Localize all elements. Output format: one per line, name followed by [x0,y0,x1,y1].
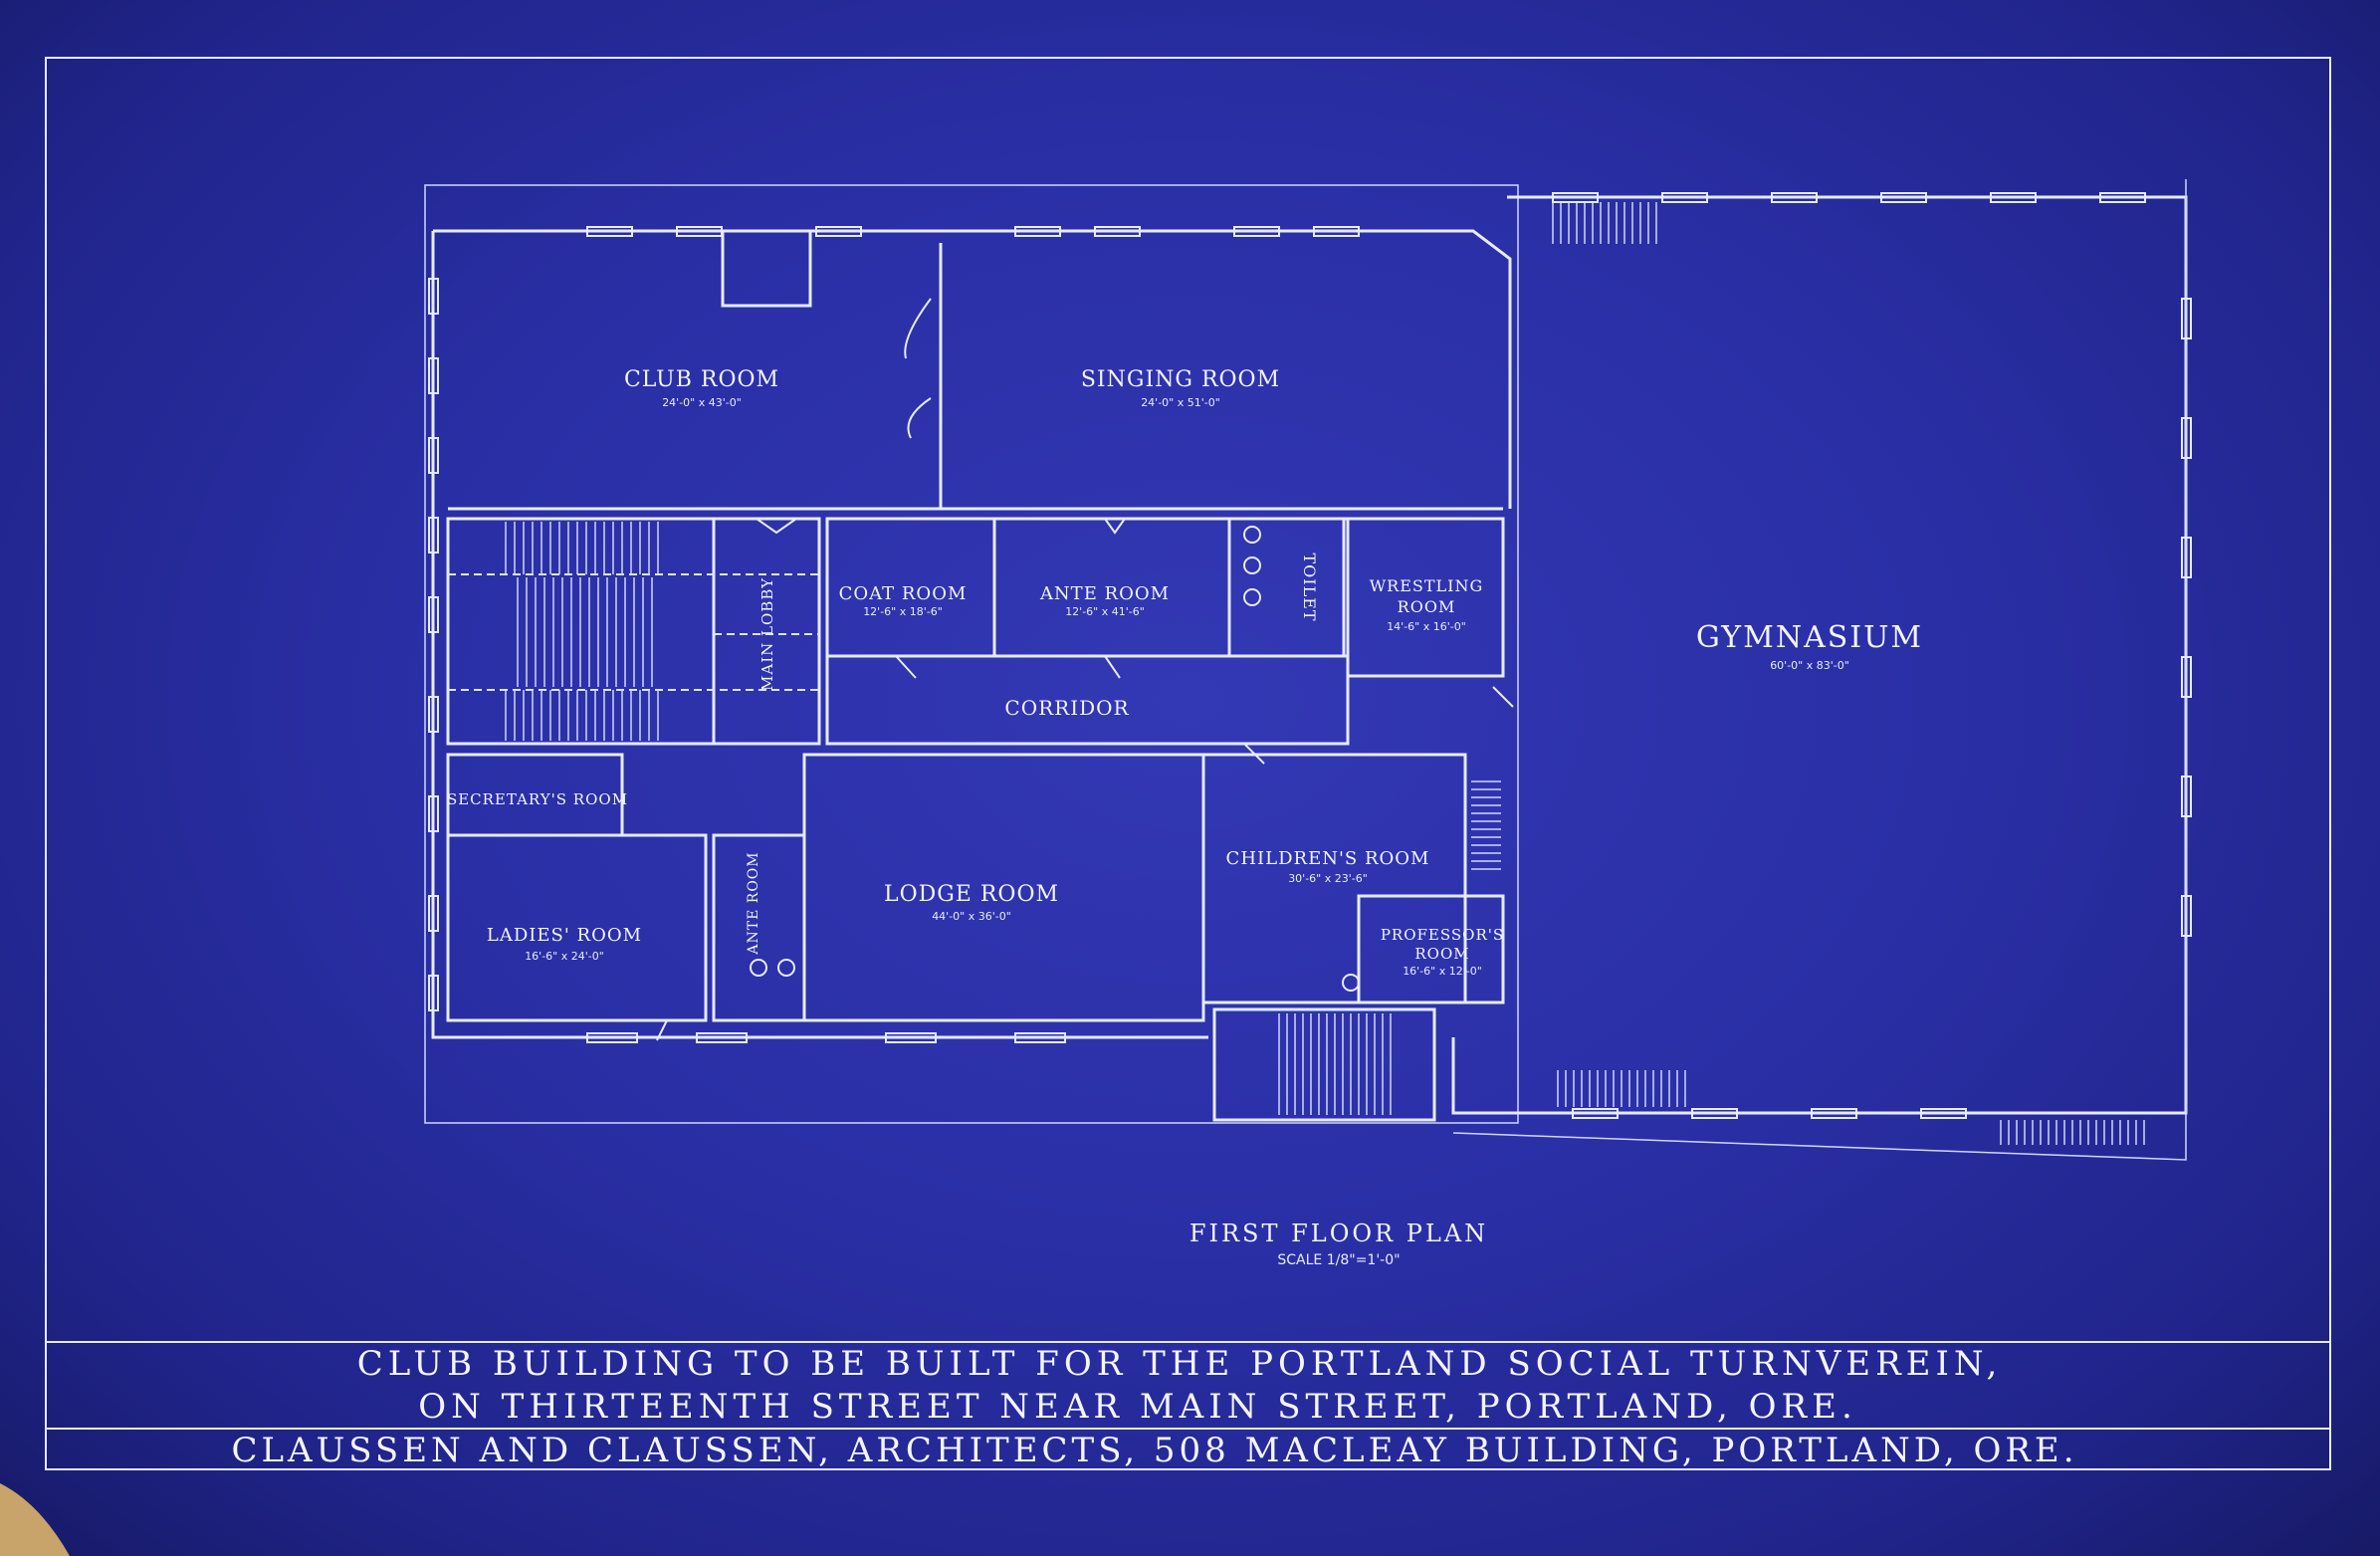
title-line-1: CLUB BUILDING TO BE BUILT FOR THE PORTLA… [357,1344,2003,1384]
window [586,226,633,237]
window [428,975,439,1011]
window [2181,776,2192,817]
singing-room-size: 24'-0" x 51'-0" [1141,396,1220,409]
ante-room-label: ANTE ROOM [1039,583,1170,604]
ante-room-2-label: ANTE ROOM [746,851,761,955]
professors-room-label-2: ROOM [1414,945,1469,963]
window [1920,1108,1967,1119]
wrestling-room-size: 14'-6" x 16'-0" [1387,620,1466,633]
ante-room-size: 12'-6" x 41'-6" [1065,605,1145,618]
torn-paper-corner [0,1483,70,1556]
window [815,226,862,237]
window [586,1032,638,1043]
club-room-label: CLUB ROOM [624,367,779,392]
corridor-label: CORRIDOR [1004,696,1129,720]
coat-room-label: COAT ROOM [839,583,968,604]
singing-room-label: SINGING ROOM [1081,367,1280,392]
window [428,278,439,315]
drawing-scale: SCALE 1/8"=1'-0" [1277,1252,1400,1268]
coat-room-size: 12'-6" x 18'-6" [863,605,943,618]
wrestling-room-label: WRESTLING [1370,576,1484,595]
window [2181,537,2192,578]
windows [428,192,2192,1119]
window [428,517,439,554]
building-walls [424,179,2188,1161]
childrens-room-size: 30'-6" x 23'-6" [1288,872,1368,885]
toilet-label: TOILET [1300,553,1319,621]
window [1880,192,1927,203]
window [1552,192,1599,203]
window [1094,226,1141,237]
window [2181,417,2192,459]
wrestling-room-label-2: ROOM [1398,597,1456,616]
club-room-size: 24'-0" x 43'-0" [662,396,742,409]
window [2181,656,2192,698]
window [1233,226,1280,237]
window [885,1032,937,1043]
window [676,226,723,237]
gymnasium-size: 60'-0" x 83'-0" [1770,659,1849,672]
window [428,357,439,394]
title-line-3: CLAUSSEN AND CLAUSSEN, ARCHITECTS, 508 M… [231,1431,2077,1470]
childrens-room-label: CHILDREN'S ROOM [1226,848,1430,869]
window [1313,226,1360,237]
drawing-title: FIRST FLOOR PLAN [1190,1220,1488,1247]
window [2181,298,2192,339]
window [1661,192,1708,203]
lodge-room-label: LODGE ROOM [884,882,1059,907]
professors-room-label: PROFESSOR'S [1381,926,1504,944]
stair-treads [505,202,2145,1145]
window [696,1032,748,1043]
window [2099,192,2146,203]
gymnasium-label: GYMNASIUM [1696,620,1923,655]
window [1572,1108,1619,1119]
ladies-room-label: LADIES' ROOM [487,925,642,946]
plumbing-fixtures [750,526,1360,992]
window [1691,1108,1738,1119]
ladies-room-size: 16'-6" x 24'-0" [525,950,604,963]
window [428,696,439,733]
title-line-2: ON THIRTEENTH STREET NEAR MAIN STREET, P… [418,1387,1857,1427]
window [2181,895,2192,937]
main-lobby-label: MAIN LOBBY [758,577,776,691]
secretarys-room-label: SECRETARY'S ROOM [447,790,628,808]
window [428,795,439,832]
window [428,437,439,474]
professors-room-size: 16'-6" x 12'-0" [1403,965,1482,978]
window [1014,226,1061,237]
window [1990,192,2037,203]
window [428,596,439,633]
window [1811,1108,1857,1119]
lodge-room-size: 44'-0" x 36'-0" [932,910,1011,923]
sheet-border [45,57,2331,1470]
window [428,895,439,932]
window [1014,1032,1066,1043]
window [1771,192,1818,203]
